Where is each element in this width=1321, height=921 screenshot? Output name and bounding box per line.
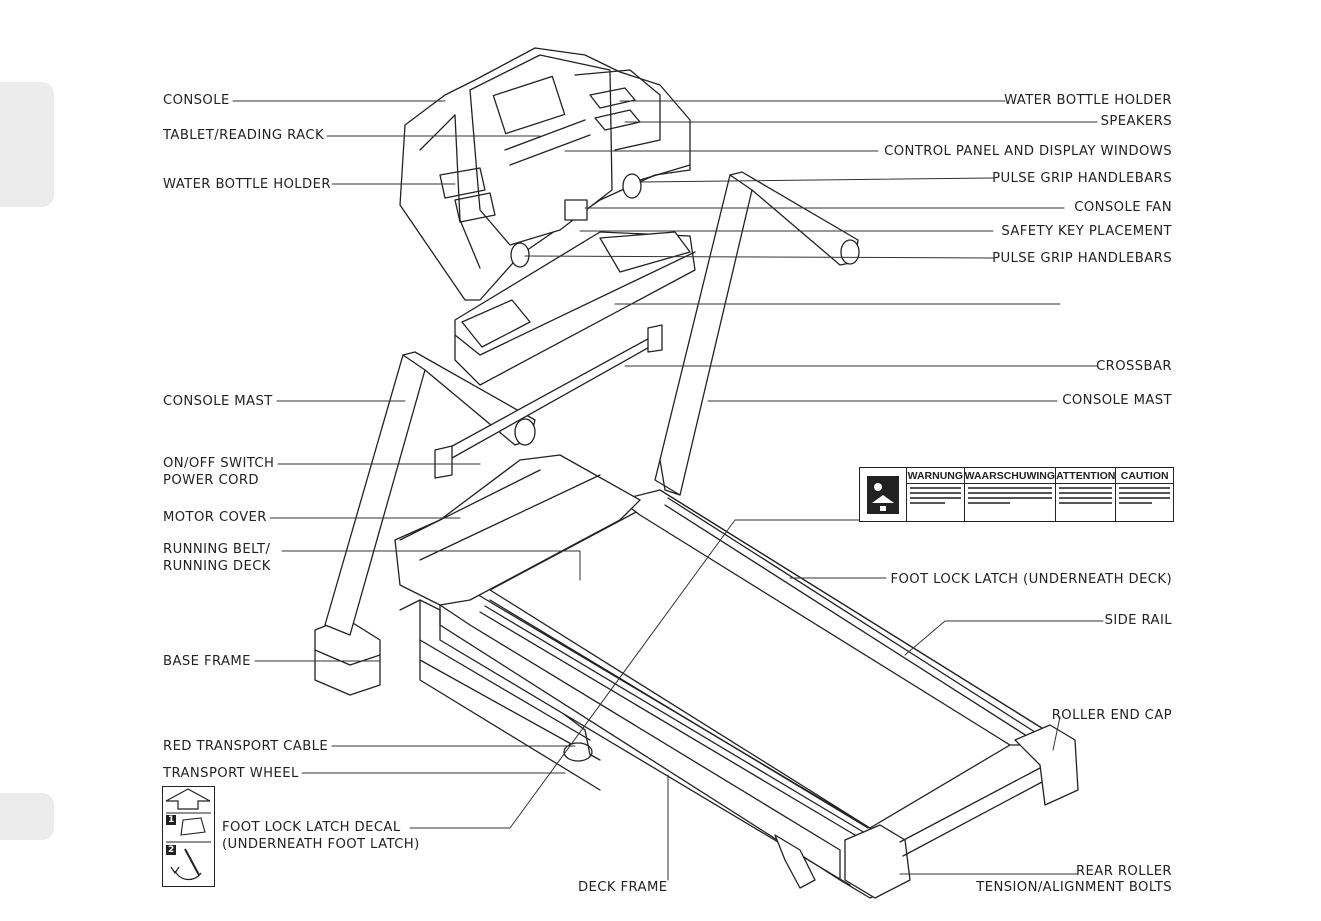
warning-column-nl: WAARSCHUWING [964,468,1057,521]
warning-header-fr: ATTENTION [1056,470,1116,484]
label-foot-lock-latch: FOOT LOCK LATCH (UNDERNEATH DECK) [890,572,1172,587]
label-tablet-reading-rack: TABLET/READING RACK [163,128,324,143]
console-drawing [399,47,691,301]
label-base-frame: BASE FRAME [163,654,251,669]
foot-lock-decal: 1 2 [162,786,215,887]
side-tab-top [0,82,54,207]
leader-lines [232,100,1104,881]
label-tension-alignment-bolts: TENSION/ALIGNMENT BOLTS [976,880,1172,895]
side-tab-bottom [0,793,54,840]
console-mast-left-drawing [324,351,536,636]
warning-header-de: WARNUNG [907,470,964,484]
label-transport-wheel: TRANSPORT WHEEL [163,766,299,781]
label-water-bottle-holder-left: WATER BOTTLE HOLDER [163,177,331,192]
label-motor-cover: MOTOR COVER [163,510,267,525]
label-deck-frame: DECK FRAME [578,880,668,895]
warning-column-de: WARNUNG [907,468,965,521]
label-crossbar: CROSSBAR [1096,359,1172,374]
label-pulse-grip-upper: PULSE GRIP HANDLEBARS [992,171,1172,186]
label-console-mast-right: CONSOLE MAST [1062,393,1172,408]
warning-header-nl: WAARSCHUWING [964,470,1056,484]
label-side-rail: SIDE RAIL [1104,613,1172,628]
label-safety-key: SAFETY KEY PLACEMENT [1001,224,1172,239]
crossbar-drawing [434,324,663,479]
label-console-fan: CONSOLE FAN [1074,200,1172,215]
console-tray-drawing [454,231,696,386]
label-roller-end-cap: ROLLER END CAP [1051,708,1172,723]
decal-step-1: 1 [168,815,175,825]
label-pulse-grip-lower: PULSE GRIP HANDLEBARS [992,251,1172,266]
label-speakers: SPEAKERS [1100,114,1172,129]
label-foot-lock-decal: FOOT LOCK LATCH DECAL [222,820,401,835]
label-console-mast-left: CONSOLE MAST [163,394,273,409]
deck-frame-drawing [314,454,1079,899]
pinch-hazard-icon [860,468,907,521]
foot-lock-decal-icon [165,788,211,881]
label-control-panel: CONTROL PANEL AND DISPLAY WINDOWS [884,144,1172,159]
warning-header-en: CAUTION [1116,468,1174,484]
label-running-belt: RUNNING BELT/ [163,542,271,557]
label-power-cord: POWER CORD [163,473,259,488]
console-mast-right-drawing [654,171,860,496]
label-onoff-switch: ON/OFF SWITCH [163,456,275,471]
warning-column-fr: ATTENTION [1056,468,1117,521]
label-console: CONSOLE [163,93,230,108]
label-running-deck: RUNNING DECK [163,559,271,574]
label-water-bottle-holder-right: WATER BOTTLE HOLDER [1004,93,1172,108]
decal-step-2: 2 [168,845,175,855]
label-red-transport-cable: RED TRANSPORT CABLE [163,739,329,754]
label-rear-roller: REAR ROLLER [1075,864,1172,879]
warning-column-en: CAUTION [1116,468,1174,521]
warning-label: WARNUNG WAARSCHUWING ATTENTION CAUTION [859,467,1174,522]
label-foot-lock-decal-note: (UNDERNEATH FOOT LATCH) [222,837,420,852]
